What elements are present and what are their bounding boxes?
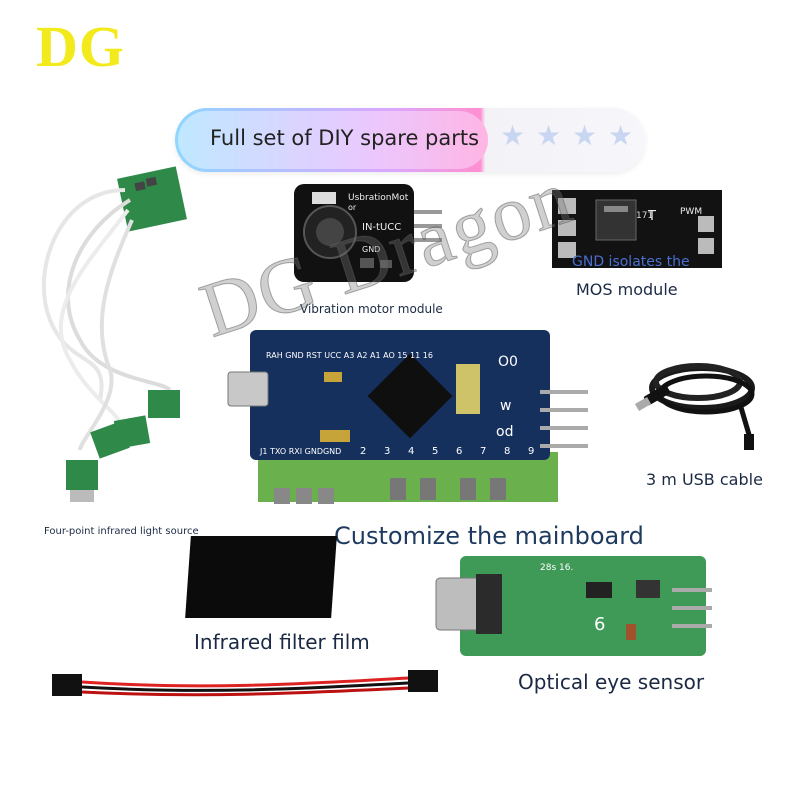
star-icon: ★ [608, 119, 634, 152]
optical-top-text: 28s 16. [540, 563, 573, 573]
vibration-motor-module: UsbrationMot or IN-tUCC GND [294, 184, 442, 282]
usb-caption: 3 m USB cable [646, 470, 763, 489]
mos-module: 171 T PWM GND isolates the [552, 190, 722, 270]
mainboard-w-text: w [500, 398, 511, 414]
mainboard-caption: Customize the mainboard [334, 522, 644, 550]
infrared-light-source [41, 166, 187, 502]
optical-eye-sensor: 28s 16. 6 [435, 556, 712, 656]
mainboard-pin-number: 2 [360, 446, 366, 457]
mainboard-pin-number: 7 [480, 446, 486, 457]
star-icon: ★ [500, 119, 526, 152]
mos-caption-line2: MOS module [576, 280, 678, 299]
mainboard-pin-number: 9 [528, 446, 534, 457]
mainboard-pin-numbers: 2 3 4 5 6 7 8 9 [360, 446, 534, 457]
vib-gnd-text: GND [362, 245, 380, 254]
custom-mainboard: RAH GND RST UCC A3 A2 A1 AO 15 11 16 O0 … [227, 330, 588, 504]
star-icon: ★ [536, 119, 562, 152]
banner-title: Full set of DIY spare parts [210, 126, 480, 150]
mainboard-pin-number: 3 [384, 446, 390, 457]
mainboard-pin-number: 6 [456, 446, 462, 457]
mainboard-o0-text: O0 [498, 354, 518, 370]
infrared-filter-film [185, 536, 337, 618]
banner-highlight [178, 111, 488, 169]
jumper-wire [52, 670, 438, 697]
mainboard-pin-number: 5 [432, 446, 438, 457]
mainboard-bottom-pins: J1 TXO RXI GNDGND [259, 447, 341, 456]
mainboard-od-text: od [496, 424, 513, 440]
brand-logo: DG [36, 14, 125, 79]
star-icon: ★ [572, 119, 598, 152]
mainboard-pin-number: 8 [504, 446, 510, 457]
vib-in-text: IN-tUCC [362, 222, 401, 233]
mos-caption-line1: GND isolates the [572, 254, 690, 270]
mos-t-text: T [647, 209, 656, 224]
vib-or-text: or [348, 203, 357, 212]
vibration-caption: Vibration motor module [300, 302, 443, 316]
vib-top-text: UsbrationMot [348, 193, 409, 203]
mainboard-top-pins: RAH GND RST UCC A3 A2 A1 AO 15 11 16 [266, 351, 433, 360]
optical-caption: Optical eye sensor [518, 670, 705, 694]
optical-six-text: 6 [594, 614, 605, 635]
usb-cable [634, 363, 755, 450]
mos-pwm-text: PWM [680, 207, 702, 217]
rating-stars: ★ ★ ★ ★ [500, 122, 636, 150]
mainboard-pin-number: 4 [408, 446, 414, 457]
mos-171-text: 171 [636, 211, 653, 221]
filter-caption: Infrared filter film [194, 630, 370, 654]
infrared-source-caption: Four-point infrared light source [44, 526, 199, 537]
